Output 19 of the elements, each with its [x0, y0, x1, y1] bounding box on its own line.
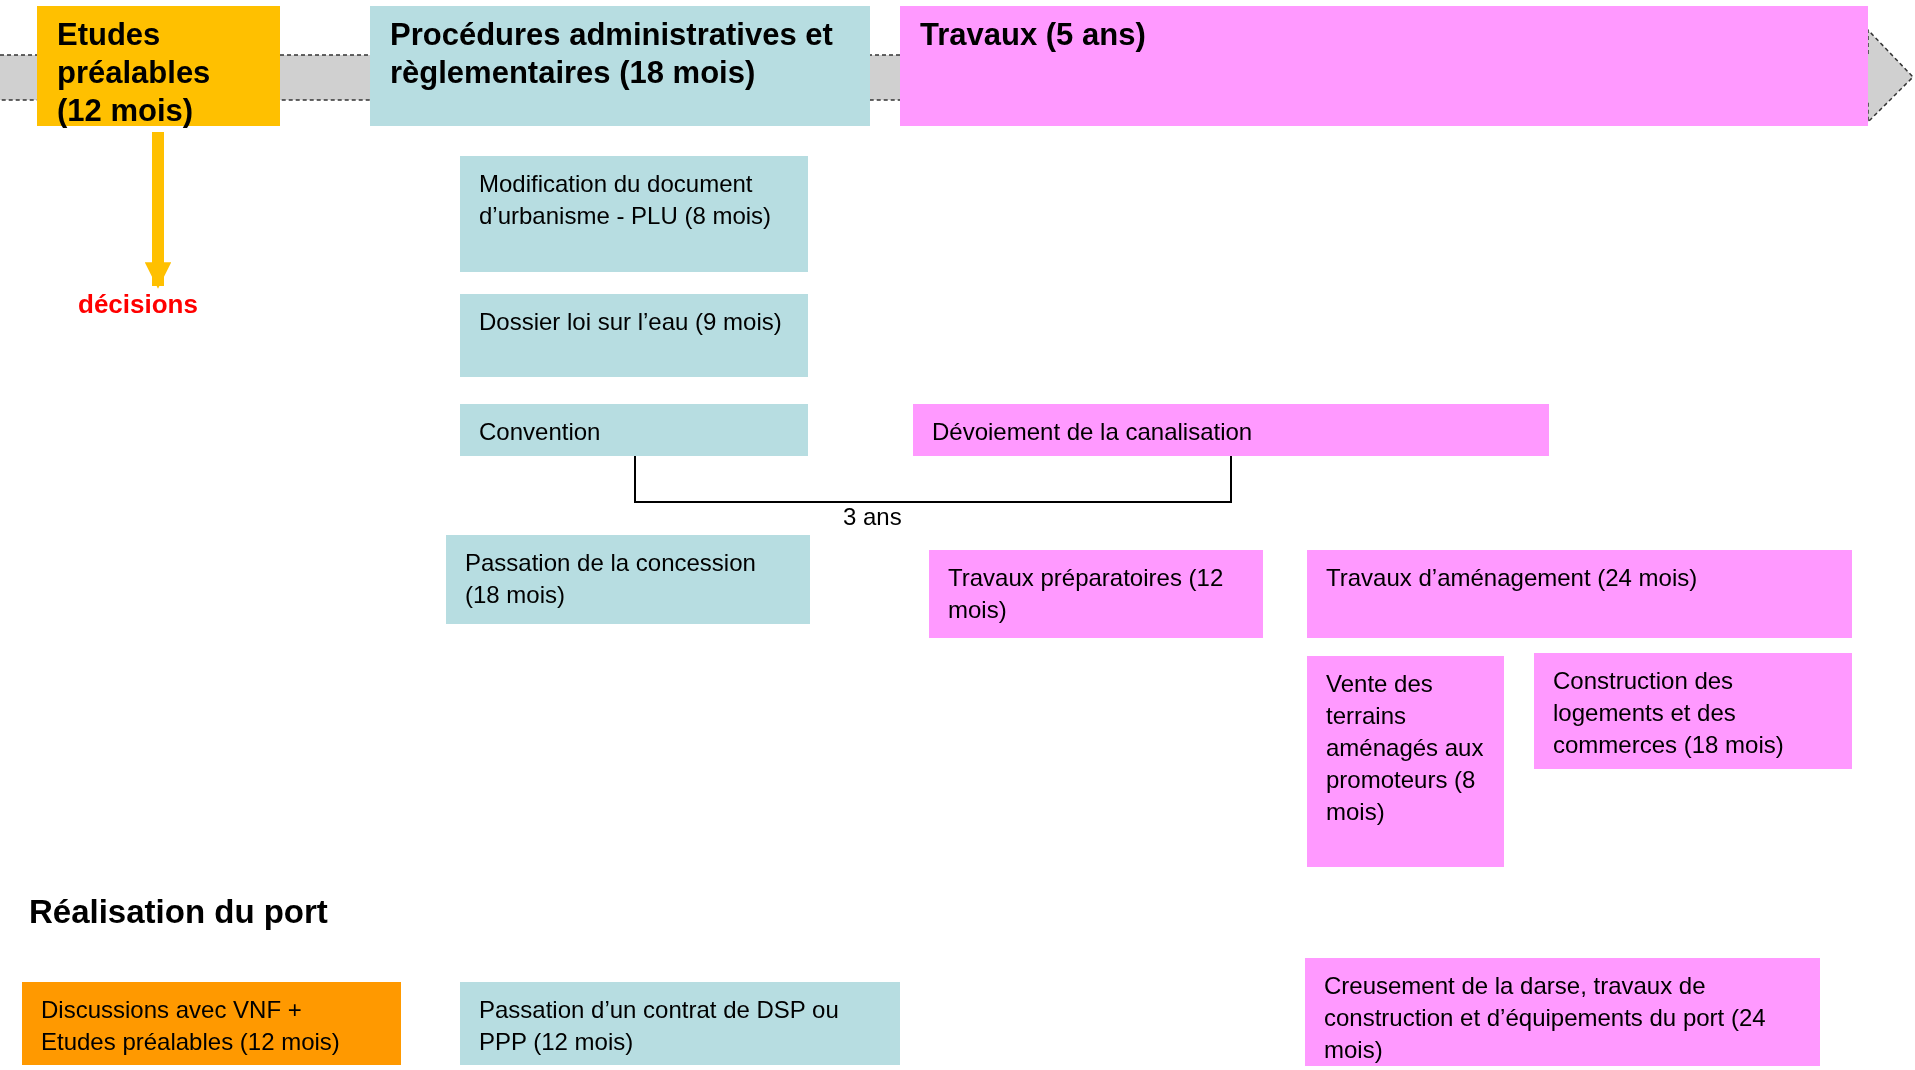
task-box: Vente des terrains aménagés aux promoteurs (8 mois)	[1307, 656, 1504, 867]
task-box: Travaux d’aménagement (24 mois)	[1307, 550, 1852, 638]
task-box: Construction des logements et des commerces (18 mois)	[1534, 653, 1852, 769]
decision-label: décisions	[78, 288, 198, 320]
task-box: Discussions avec VNF + Etudes préalables (12 mois)	[22, 982, 401, 1065]
phase-header: Etudes préalables (12 mois)	[37, 6, 280, 126]
task-box: Passation d’un contrat de DSP ou PPP (12 mois)	[460, 982, 900, 1065]
task-box: Dévoiement de la canalisation	[913, 404, 1549, 456]
arrow	[144, 132, 172, 289]
section-heading: Réalisation du port	[29, 893, 328, 931]
task-box: Travaux préparatoires (12 mois)	[929, 550, 1263, 638]
task-box: Creusement de la darse, travaux de construction et d’équipements du port (24 mois)	[1305, 958, 1820, 1066]
task-box: Passation de la concession (18 mois)	[446, 535, 810, 624]
task-box: Convention	[460, 404, 808, 456]
task-box: Dossier loi sur l’eau (9 mois)	[460, 294, 808, 377]
phase-header: Travaux (5 ans)	[900, 6, 1868, 126]
dimension-label: 3 ans	[843, 503, 902, 531]
phase-header: Procédures administratives et règlementaires (18 mois)	[370, 6, 870, 126]
task-box: Modification du document d’urbanisme - PLU (8 mois)	[460, 156, 808, 272]
